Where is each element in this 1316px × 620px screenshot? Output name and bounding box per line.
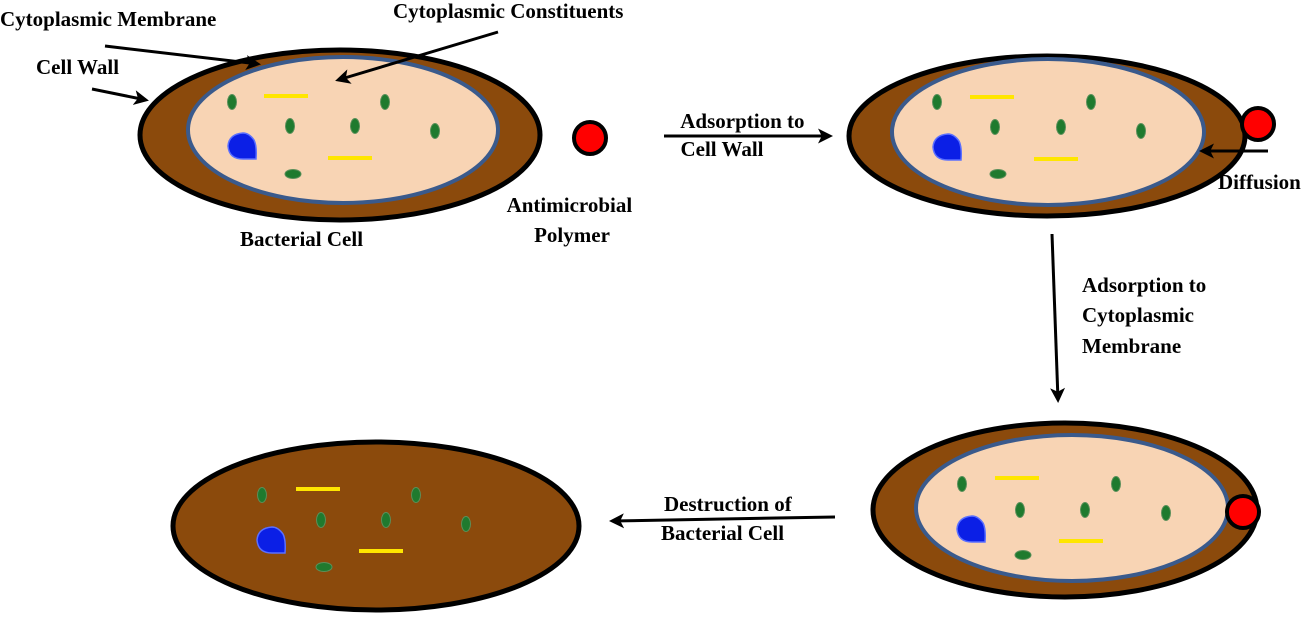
label-bacterial-cell: Bacterial Cell: [240, 227, 363, 251]
label-cell-wall: Cell Wall: [36, 55, 119, 79]
cytoplasmic-membrane: [186, 55, 500, 205]
arrow-destruction: [609, 513, 836, 529]
bacterial-cell-intact: [137, 47, 543, 223]
bacterial-cell-adsorbed-membrane: [870, 420, 1261, 600]
arrow-adsorption-membrane: [1050, 233, 1066, 403]
label-cytoplasmic-membrane: Cytoplasmic Membrane: [0, 7, 216, 31]
arrow-to-cell-wall: [91, 87, 149, 105]
antimicrobial-polymer: [572, 120, 608, 156]
label-adsorption-cell-wall: Adsorption to Cell Wall: [680, 109, 810, 161]
arrow-to-constituents: [335, 30, 499, 84]
bacterial-cell-adsorbed-wall: [846, 53, 1276, 219]
arrow-to-membrane: [104, 44, 261, 71]
polymer-at-membrane: [1225, 494, 1261, 530]
label-cytoplasmic-constituents: Cytoplasmic Constituents: [393, 0, 623, 23]
label-destruction: Destruction of Bacterial Cell: [661, 492, 797, 545]
cytoplasmic-constituents: [227, 94, 440, 179]
label-diffusion: Diffusion: [1218, 170, 1301, 194]
label-antimicrobial-polymer: Antimicrobial Polymer: [507, 193, 638, 247]
label-adsorption-membrane: Adsorption to Cytoplasmic Membrane: [1082, 273, 1212, 358]
bacterial-cell-destroyed: [170, 439, 582, 613]
nucleoid: [227, 132, 257, 160]
polymer-on-wall: [1240, 106, 1276, 142]
